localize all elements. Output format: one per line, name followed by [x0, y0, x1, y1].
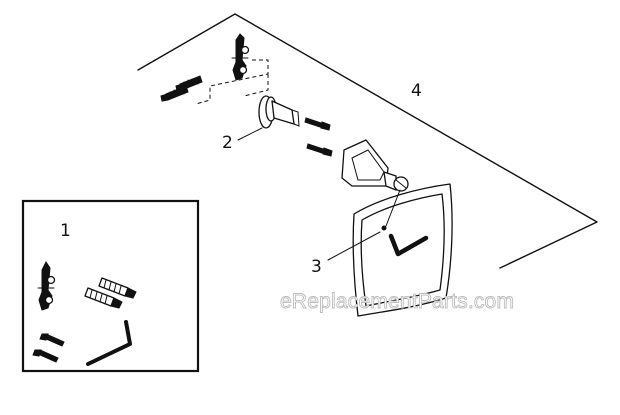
wall-anchor-upper-2 [160, 85, 189, 102]
leader-line-mounting-post [237, 127, 263, 141]
assembly-boundary-line [137, 13, 598, 269]
callout-number-mounting-post: 2 [222, 133, 233, 153]
kit-screw-2 [32, 349, 59, 363]
kit-mounting-bracket [37, 261, 56, 311]
screw-upper [304, 117, 331, 131]
kit-hex-key [86, 320, 132, 366]
watermark-text: eReplacementParts.com [280, 290, 514, 313]
mounting-post [258, 95, 300, 129]
towel-ring [352, 183, 453, 317]
kit-box [21, 199, 200, 373]
kit-screw-1 [39, 333, 65, 347]
kit-wall-anchor-2 [84, 287, 123, 309]
callout-number-towel-ring: 4 [411, 81, 422, 101]
alignment-bracket-dashed [195, 59, 269, 105]
set-screw-dot [381, 225, 387, 231]
hex-key-in-ring [388, 233, 429, 257]
kit-wall-anchor-1 [98, 277, 137, 299]
screw-lower [306, 143, 333, 157]
callout-number-set-screw: 3 [311, 257, 322, 277]
ring-holder-block [341, 139, 409, 192]
callout-number-kit: 1 [60, 221, 71, 241]
mounting-bracket-top [231, 33, 250, 81]
leader-line-set-screw [327, 231, 381, 261]
